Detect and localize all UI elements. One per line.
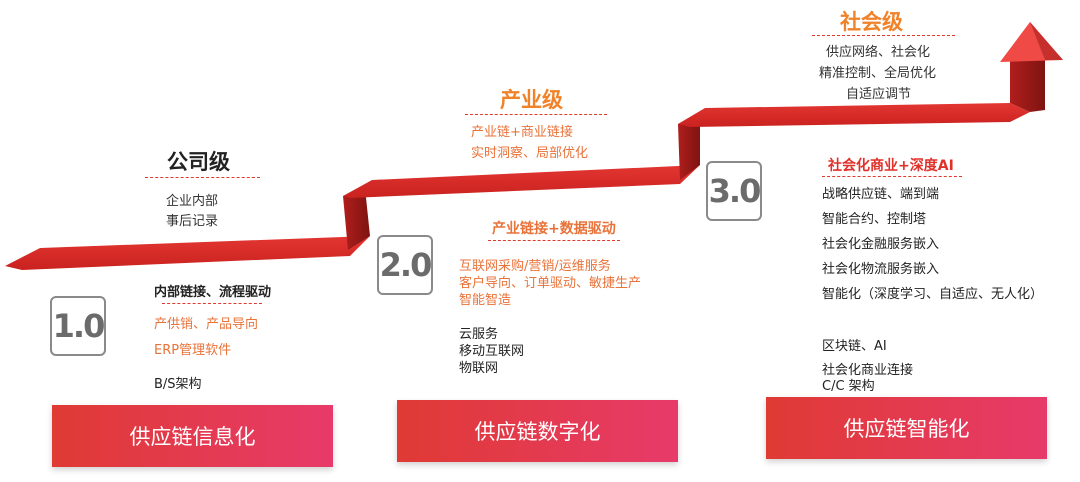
step-2-riser bbox=[678, 116, 700, 180]
level-society-divider bbox=[812, 35, 955, 36]
level-society-item-1: 战略供应链、端到端 bbox=[822, 187, 940, 202]
step-1-tread bbox=[5, 236, 370, 270]
level-industry-desc-2: 实时洞察、局部优化 bbox=[471, 146, 589, 161]
step-2-tread bbox=[343, 165, 700, 198]
level-company-item-1: 产供销、产品导向 bbox=[154, 317, 259, 332]
level-industry-item-6: 物联网 bbox=[459, 361, 499, 376]
level-society-sub-divider bbox=[822, 176, 962, 177]
level-society-item-8: C/C 架构 bbox=[822, 379, 875, 394]
level-society-title: 社会级 bbox=[840, 10, 903, 34]
level-company-subtitle: 内部链接、流程驱动 bbox=[154, 285, 272, 300]
level-industry-desc-1: 产业链+商业链接 bbox=[471, 125, 573, 140]
level-industry-sub-divider bbox=[488, 240, 620, 241]
phase-digitalization-button[interactable]: 供应链数字化 bbox=[397, 400, 678, 462]
level-industry-item-4: 云服务 bbox=[459, 327, 499, 342]
level-company-divider bbox=[145, 177, 260, 178]
level-company-title: 公司级 bbox=[167, 150, 230, 174]
level-industry-item-2: 客户导向、订单驱动、敏捷生产 bbox=[459, 276, 642, 291]
level-company-sub-divider bbox=[162, 303, 262, 304]
level-society-item-7: 社会化商业连接 bbox=[822, 363, 914, 378]
badge-1-0: 1.0 bbox=[50, 296, 106, 356]
level-society-subtitle: 社会化商业+深度AI bbox=[828, 158, 954, 174]
step-3-tread bbox=[678, 103, 1030, 127]
level-society-item-6: 区块链、AI bbox=[822, 339, 887, 354]
badge-2-0: 2.0 bbox=[377, 235, 433, 295]
level-industry-item-3: 智能智造 bbox=[459, 293, 512, 308]
level-industry-subtitle: 产业链接+数据驱动 bbox=[492, 221, 616, 237]
level-society-desc-1: 供应网络、社会化 bbox=[826, 45, 931, 60]
level-company-desc-2: 事后记录 bbox=[166, 214, 219, 229]
level-society-item-4: 社会化物流服务嵌入 bbox=[822, 262, 940, 277]
arrow-head-shade bbox=[1030, 22, 1063, 60]
level-company-desc-1: 企业内部 bbox=[166, 194, 219, 209]
phase-informatization-button[interactable]: 供应链信息化 bbox=[52, 405, 333, 467]
level-society-desc-2: 精准控制、全局优化 bbox=[819, 66, 937, 81]
step-1-riser bbox=[343, 188, 370, 250]
phase-intelligentization-button[interactable]: 供应链智能化 bbox=[766, 397, 1047, 459]
level-company-item-3: B/S架构 bbox=[154, 377, 202, 392]
arrow-shaft bbox=[1010, 58, 1045, 112]
level-industry-item-5: 移动互联网 bbox=[459, 344, 525, 359]
level-industry-title: 产业级 bbox=[500, 88, 563, 112]
level-industry-divider bbox=[465, 114, 607, 115]
badge-3-0: 3.0 bbox=[706, 161, 762, 221]
level-society-item-3: 社会化金融服务嵌入 bbox=[822, 237, 940, 252]
level-society-desc-3: 自适应调节 bbox=[846, 87, 912, 102]
level-company-item-2: ERP管理软件 bbox=[154, 343, 232, 358]
level-society-item-5: 智能化（深度学习、自适应、无人化） bbox=[822, 287, 1044, 302]
level-society-item-2: 智能合约、控制塔 bbox=[822, 212, 927, 227]
level-industry-item-1: 互联网采购/营销/运维服务 bbox=[459, 259, 611, 274]
